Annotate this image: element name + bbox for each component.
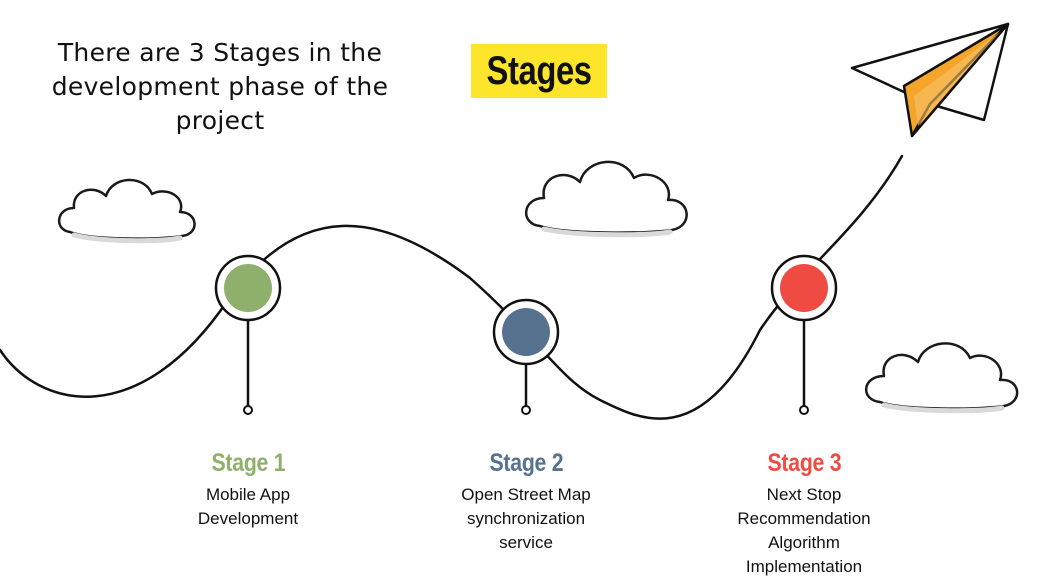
stage-desc-line: Algorithm: [768, 533, 840, 552]
stage-1-block: Stage 1 Mobile App Development: [148, 446, 348, 531]
stage-2-title: Stage 2: [489, 449, 563, 477]
stage-2-marker: [492, 298, 560, 415]
title-highlight: Stages: [471, 44, 608, 98]
stage-desc-line: Open Street Map: [461, 485, 591, 504]
stage-desc-line: Implementation: [745, 557, 863, 576]
intro-line: project: [175, 106, 265, 135]
stage-3-marker: [770, 254, 838, 415]
stage-desc-line: Development: [197, 509, 299, 528]
cloud-icon: [58, 178, 196, 244]
stage-1-title: Stage 1: [211, 449, 285, 477]
stage-desc-line: Mobile App: [205, 485, 291, 504]
stage-desc-line: synchronization: [466, 509, 586, 528]
stage-1-marker: [214, 254, 282, 415]
cloud-icon: [864, 342, 1019, 414]
cloud-icon: [524, 160, 688, 238]
stage-3-title: Stage 3: [767, 449, 841, 477]
intro-line: development phase of the: [51, 72, 389, 101]
intro-text: There are 3 Stages in the development ph…: [20, 36, 420, 138]
stage-1-description: Mobile App Development: [148, 483, 348, 531]
stage-desc-line: Next Stop: [766, 485, 842, 504]
stage-desc-line: service: [499, 533, 553, 552]
paper-plane-icon: [850, 22, 1010, 138]
stage-desc-line: Recommendation: [737, 509, 871, 528]
stage-2-description: Open Street Map synchronization service: [426, 483, 626, 555]
stage-3-description: Next Stop Recommendation Algorithm Imple…: [704, 483, 904, 579]
stage-3-block: Stage 3 Next Stop Recommendation Algorit…: [704, 446, 904, 579]
intro-line: There are 3 Stages in the: [57, 38, 383, 67]
page-title: Stages: [486, 49, 593, 93]
stage-2-block: Stage 2 Open Street Map synchronization …: [426, 446, 626, 555]
